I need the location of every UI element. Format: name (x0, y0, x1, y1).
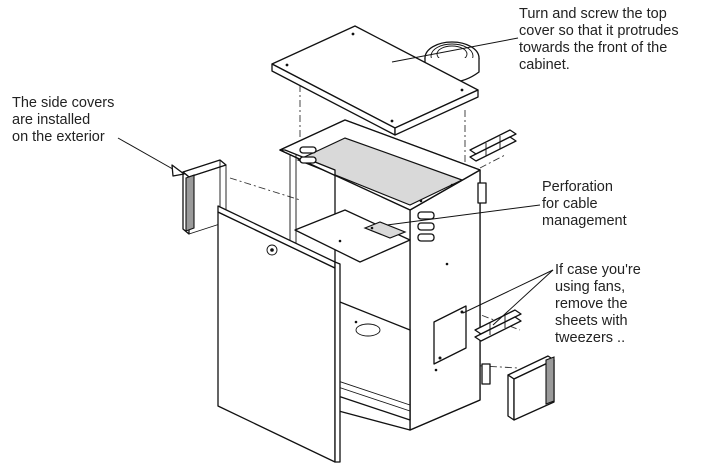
rail-lower (474, 309, 522, 385)
top-cover-callout: Turn and screw the top cover so that it … (519, 6, 679, 73)
fans-callout: If case you're using fans, remove the sh… (555, 262, 641, 346)
front-door (217, 205, 341, 463)
rail-upper (469, 129, 517, 204)
side-covers-callout: The side covers are installed on the ext… (12, 95, 115, 145)
perforation-callout: Perforation for cable management (542, 179, 627, 229)
top-cover (271, 25, 479, 136)
right-side-cover (507, 355, 555, 421)
callout-leaders (117, 37, 554, 326)
left-side-cover (182, 159, 227, 235)
